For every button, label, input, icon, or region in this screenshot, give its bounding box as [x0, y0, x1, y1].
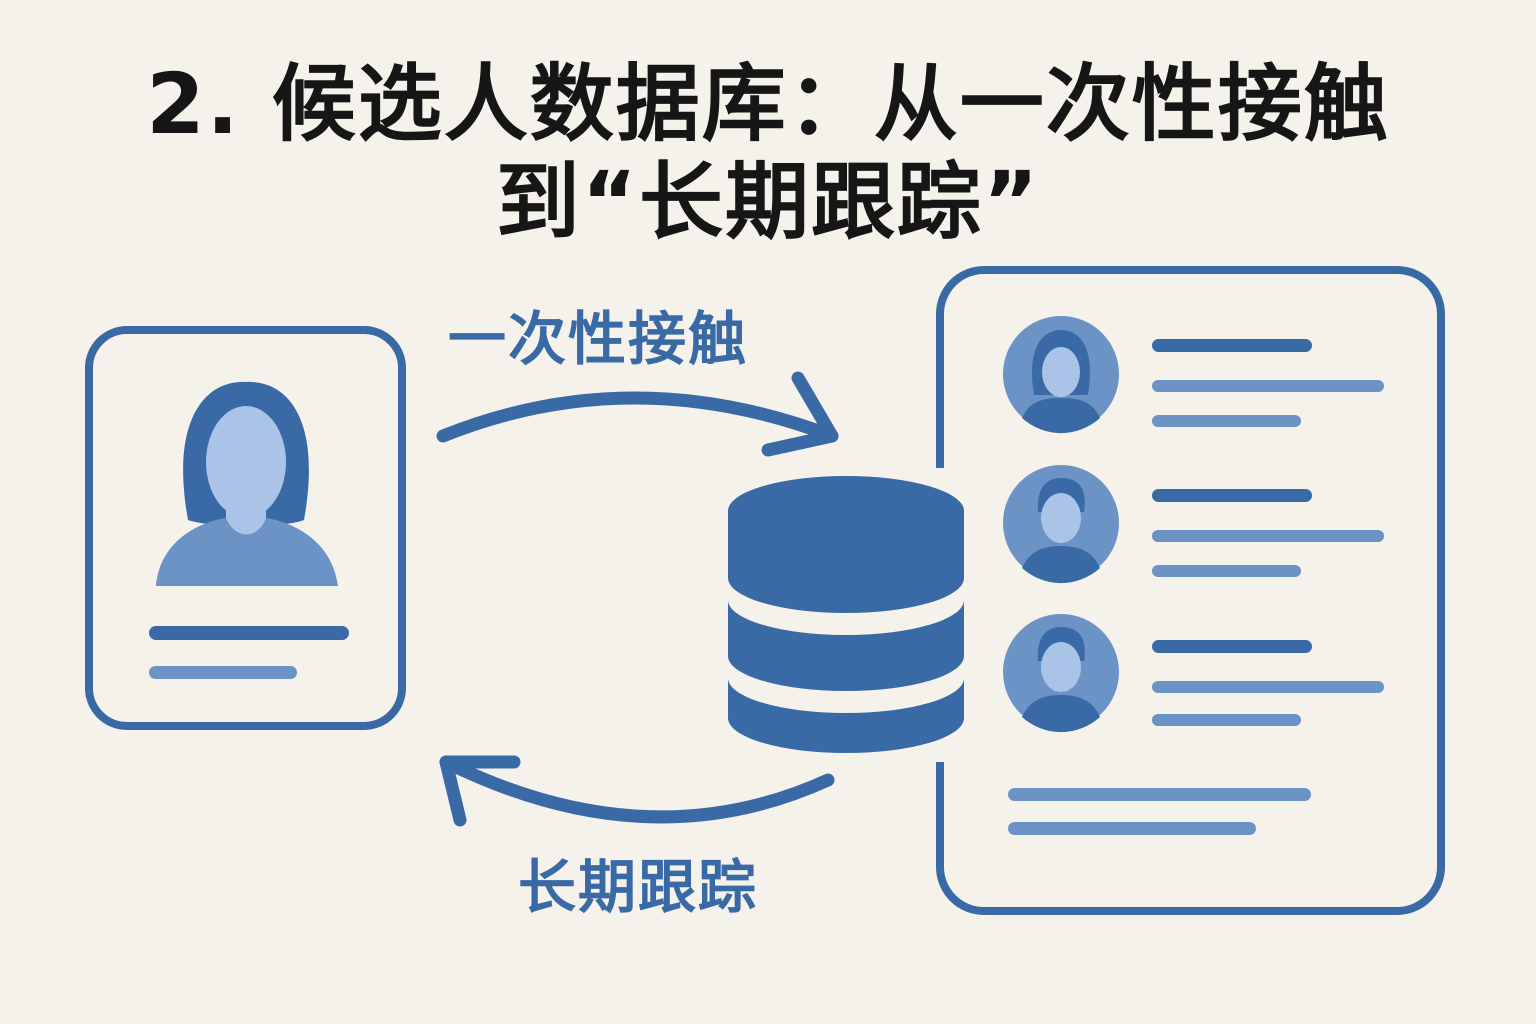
long-term-tracking-label: 长期跟踪 [518, 853, 759, 921]
avatar-neck [226, 505, 266, 535]
one-time-contact-label: 一次性接触 [448, 305, 749, 373]
database-icon [728, 476, 964, 753]
candidate-2-detail-line [1152, 530, 1384, 542]
candidate-list-panel [936, 266, 1445, 915]
candidate-1-name-line [1152, 339, 1312, 352]
avatar-face [206, 406, 286, 518]
candidate-1-extra-line [1152, 415, 1301, 427]
candidate-avatar-face [1042, 347, 1080, 397]
candidate-panel-frame [936, 266, 1445, 915]
woman-avatar-icon [156, 381, 338, 586]
one-time-contact-arrow [436, 371, 839, 457]
profile-card-frame [85, 326, 406, 730]
arrow-curve-top [436, 391, 839, 443]
candidate-2-name-line [1152, 489, 1312, 502]
long-term-tracking-arrow [439, 755, 835, 827]
panel-summary-line-1 [1008, 788, 1311, 801]
database-tier-2 [728, 600, 964, 691]
candidate-avatar-body [1022, 398, 1100, 434]
page-title-line-2: 到“长期跟踪” [495, 153, 1041, 251]
profile-text-line-1 [149, 626, 349, 640]
candidate-avatar-man-icon [1003, 465, 1119, 584]
page-title-line-1: 2. 候选人数据库：从一次性接触 [146, 55, 1390, 153]
candidate-avatar-man-icon [1003, 614, 1119, 733]
candidate-avatar-face [1041, 642, 1081, 692]
database-tier-3 [728, 678, 964, 753]
single-profile-card [85, 326, 406, 730]
candidate-avatar-body [1022, 546, 1100, 584]
avatar-shoulders [156, 518, 338, 586]
candidate-3-detail-line [1152, 681, 1384, 693]
profile-text-line-2 [149, 666, 297, 679]
candidate-3-extra-line [1152, 714, 1301, 726]
candidate-1-detail-line [1152, 380, 1384, 392]
arrow-curve-bottom [439, 755, 835, 824]
candidate-3-name-line [1152, 640, 1312, 653]
candidate-avatar-face [1041, 493, 1081, 543]
candidate-2-extra-line [1152, 565, 1301, 577]
candidate-avatar-body [1022, 695, 1100, 733]
panel-summary-line-2 [1008, 822, 1256, 835]
database-tier-1 [728, 476, 964, 613]
candidate-avatar-woman-icon [1003, 316, 1119, 434]
arrow-head-right-icon [761, 371, 839, 457]
arrow-head-left-icon [439, 755, 521, 827]
